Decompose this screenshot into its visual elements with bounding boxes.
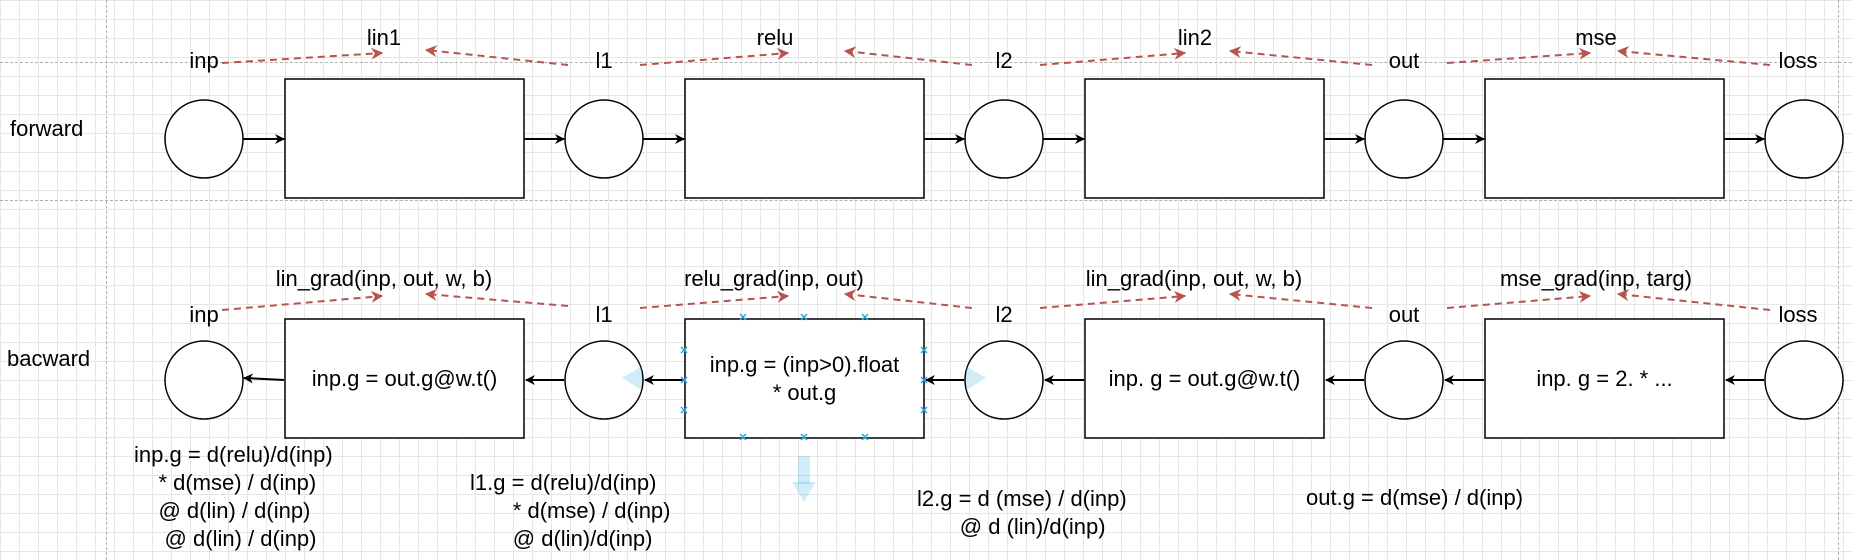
backward-dashed-arrow[interactable] bbox=[843, 289, 973, 309]
backward-box-text: inp. g = out.g@w.t() bbox=[1108, 365, 1301, 391]
backward-op-label: lin_grad(inp, out, w, b) bbox=[1085, 266, 1303, 291]
forward-dashed-arrow[interactable] bbox=[639, 47, 790, 66]
forward-top-divider bbox=[0, 62, 1852, 63]
backward-op-label: relu_grad(inp, out) bbox=[684, 266, 864, 291]
forward-row bbox=[164, 45, 1844, 199]
forward-op-label: lin1 bbox=[366, 25, 402, 50]
backward-node-label: out bbox=[1388, 302, 1420, 327]
connect-arrow-down-stem bbox=[798, 456, 810, 484]
backward-box-text: inp. g = 2. * ... bbox=[1536, 365, 1673, 391]
backward-node-label: loss bbox=[1778, 302, 1818, 327]
backward-box-mse-grad[interactable] bbox=[1484, 318, 1725, 439]
backward-dashed-arrow[interactable] bbox=[1039, 290, 1187, 309]
forward-node-l1[interactable] bbox=[564, 99, 644, 179]
row-label-backward: bacward bbox=[7, 346, 91, 371]
backward-box-relu-grad[interactable] bbox=[684, 318, 925, 439]
forward-node-label: out bbox=[1388, 48, 1420, 73]
selection-handles[interactable] bbox=[622, 313, 986, 502]
right-border bbox=[1838, 0, 1839, 560]
forward-node-label: inp bbox=[189, 48, 219, 73]
note-line: out.g = d(mse) / d(inp) bbox=[1306, 485, 1524, 510]
forward-node-out[interactable] bbox=[1364, 99, 1444, 179]
note-line: inp.g = d(relu)/d(inp) bbox=[134, 442, 333, 467]
backward-dashed-arrow[interactable] bbox=[639, 290, 790, 309]
note-inp-gradient: inp.g = d(relu)/d(inp) * d(mse) / d(inp)… bbox=[134, 441, 333, 553]
forward-dashed-arrow[interactable] bbox=[1616, 46, 1771, 66]
backward-dashed-arrow[interactable] bbox=[424, 288, 569, 307]
forward-dashed-arrow[interactable] bbox=[1228, 46, 1373, 66]
backward-box-text: inp.g = (inp>0).float * out.g bbox=[709, 351, 900, 405]
forward-box-lin2[interactable] bbox=[1084, 78, 1325, 199]
backward-row bbox=[164, 288, 1844, 439]
note-line: @ d(lin) / d(inp) bbox=[134, 498, 311, 523]
note-line: @ d (lin)/d(inp) bbox=[917, 514, 1106, 539]
forward-box-mse[interactable] bbox=[1484, 78, 1725, 199]
forward-dashed-arrow[interactable] bbox=[1039, 47, 1187, 66]
forward-dashed-arrow[interactable] bbox=[1446, 47, 1592, 64]
forward-node-inp[interactable] bbox=[164, 99, 244, 179]
forward-box-lin1[interactable] bbox=[284, 78, 525, 199]
note-line: * d(mse) / d(inp) bbox=[134, 470, 317, 495]
note-line: l2.g = d (mse) / d(inp) bbox=[917, 486, 1127, 511]
forward-dashed-arrow[interactable] bbox=[843, 46, 973, 66]
connect-arrow-down-icon[interactable] bbox=[792, 482, 816, 502]
forward-node-label: l1 bbox=[595, 48, 613, 73]
backward-box-text: inp.g = out.g@w.t() bbox=[311, 365, 498, 391]
resize-handle[interactable] bbox=[680, 313, 928, 441]
row-divider bbox=[0, 200, 1852, 201]
note-line: @ d(lin)/d(inp) bbox=[470, 526, 653, 551]
backward-node-loss[interactable] bbox=[1764, 340, 1844, 420]
note-l2-gradient: l2.g = d (mse) / d(inp) @ d (lin)/d(inp) bbox=[917, 485, 1127, 541]
backward-node-label: l1 bbox=[595, 302, 613, 327]
backward-dashed-arrow[interactable] bbox=[221, 290, 384, 311]
forward-op-label: mse bbox=[1575, 25, 1617, 50]
row-label-forward: forward bbox=[10, 116, 84, 141]
backward-node-l1[interactable] bbox=[564, 340, 644, 420]
backward-op-label: mse_grad(inp, targ) bbox=[1500, 266, 1692, 291]
note-l1-gradient: l1.g = d(relu)/d(inp) * d(mse) / d(inp) … bbox=[470, 469, 671, 553]
backward-node-inp[interactable] bbox=[164, 340, 244, 420]
connect-arrow-right-icon[interactable] bbox=[966, 366, 986, 390]
backward-dashed-arrow[interactable] bbox=[1616, 289, 1771, 311]
connect-arrow-left-icon[interactable] bbox=[622, 366, 642, 390]
backward-box-lin-grad[interactable] bbox=[284, 318, 525, 439]
backward-dashed-arrow[interactable] bbox=[1228, 289, 1373, 309]
forward-node-label: loss bbox=[1778, 48, 1818, 73]
forward-op-label: relu bbox=[756, 25, 794, 50]
forward-node-label: l2 bbox=[995, 48, 1013, 73]
note-out-gradient: out.g = d(mse) / d(inp) bbox=[1306, 484, 1523, 512]
row-label-separator bbox=[106, 0, 107, 560]
forward-node-l2[interactable] bbox=[964, 99, 1044, 179]
backward-node-label: l2 bbox=[995, 302, 1013, 327]
backward-node-out[interactable] bbox=[1364, 340, 1444, 420]
note-line: @ d(lin) / d(inp) bbox=[134, 526, 317, 551]
backward-node-l2[interactable] bbox=[964, 340, 1044, 420]
forward-node-loss[interactable] bbox=[1764, 99, 1844, 179]
forward-dashed-arrow[interactable] bbox=[424, 45, 569, 66]
forward-box-relu[interactable] bbox=[684, 78, 925, 199]
backward-arrow[interactable] bbox=[243, 373, 285, 384]
note-line: * d(mse) / d(inp) bbox=[470, 498, 671, 523]
backward-node-label: inp bbox=[189, 302, 219, 327]
backward-op-label: lin_grad(inp, out, w, b) bbox=[275, 266, 493, 291]
backward-box-lin-grad-2[interactable] bbox=[1084, 318, 1325, 439]
backward-dashed-arrow[interactable] bbox=[1446, 290, 1592, 309]
forward-dashed-arrow[interactable] bbox=[221, 47, 384, 64]
note-line: l1.g = d(relu)/d(inp) bbox=[470, 470, 657, 495]
forward-op-label: lin2 bbox=[1177, 25, 1213, 50]
